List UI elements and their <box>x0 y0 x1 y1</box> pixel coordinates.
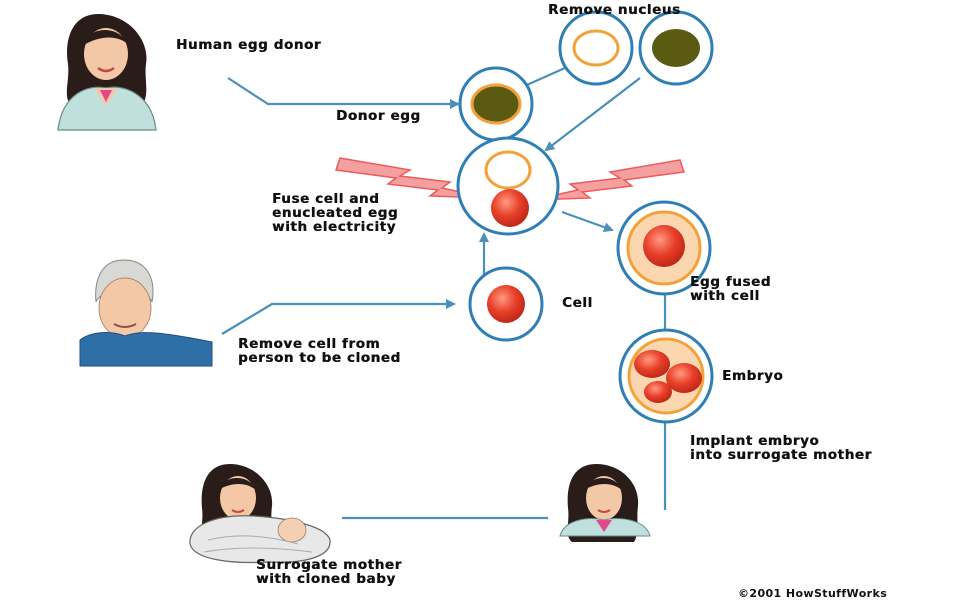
donor-egg-cell <box>458 66 534 142</box>
label-fuse-line-2: enucleated egg <box>272 205 399 221</box>
label-egg-fused: Egg fused with cell <box>690 275 771 303</box>
label-surrogate-line-2: with cloned baby <box>256 571 396 587</box>
arrow-person-to-cell <box>221 299 456 335</box>
arrow-nucleus-to-fuse <box>544 77 641 152</box>
label-remove-cell-line-1: Remove cell from <box>238 336 381 352</box>
arrow-donor-to-egg <box>227 77 460 109</box>
label-surrogate: Surrogate mother with cloned baby <box>256 558 402 586</box>
surrogate-mother <box>559 464 651 542</box>
label-fuse-line-3: with electricity <box>272 219 397 235</box>
fused-egg-cell <box>616 200 712 296</box>
label-fuse-line-1: Fuse cell and <box>272 191 380 207</box>
label-implant-line-1: Implant embryo <box>690 433 820 449</box>
embryo-cell <box>618 328 714 424</box>
label-egg-fused-line-1: Egg fused <box>690 274 771 290</box>
label-remove-cell-line-2: person to be cloned <box>238 350 401 366</box>
label-egg-fused-line-2: with cell <box>690 288 760 304</box>
label-donor-egg: Donor egg <box>336 108 421 124</box>
label-implant: Implant embryo into surrogate mother <box>690 434 872 462</box>
arrow-fuse-to-fused-egg <box>561 210 614 232</box>
label-cell: Cell <box>562 295 593 311</box>
mother-with-baby <box>189 464 331 564</box>
fuse-cell <box>456 136 560 236</box>
label-fuse-cell: Fuse cell and enucleated egg with electr… <box>272 192 398 234</box>
label-implant-line-2: into surrogate mother <box>690 447 872 463</box>
person-to-be-cloned <box>79 259 213 367</box>
copyright-notice: ©2001 HowStuffWorks <box>738 587 888 600</box>
label-human-egg-donor: Human egg donor <box>176 37 322 53</box>
electricity-spark-right <box>531 159 685 201</box>
donor-cell <box>468 266 544 342</box>
connectors <box>221 66 667 520</box>
egg-donor-woman <box>57 14 157 131</box>
label-embryo: Embryo <box>722 368 784 384</box>
label-remove-nucleus: Remove nucleus <box>548 2 681 18</box>
label-remove-cell: Remove cell from person to be cloned <box>238 337 401 365</box>
remove-nucleus-cells <box>558 10 714 86</box>
label-surrogate-line-1: Surrogate mother <box>256 557 402 573</box>
